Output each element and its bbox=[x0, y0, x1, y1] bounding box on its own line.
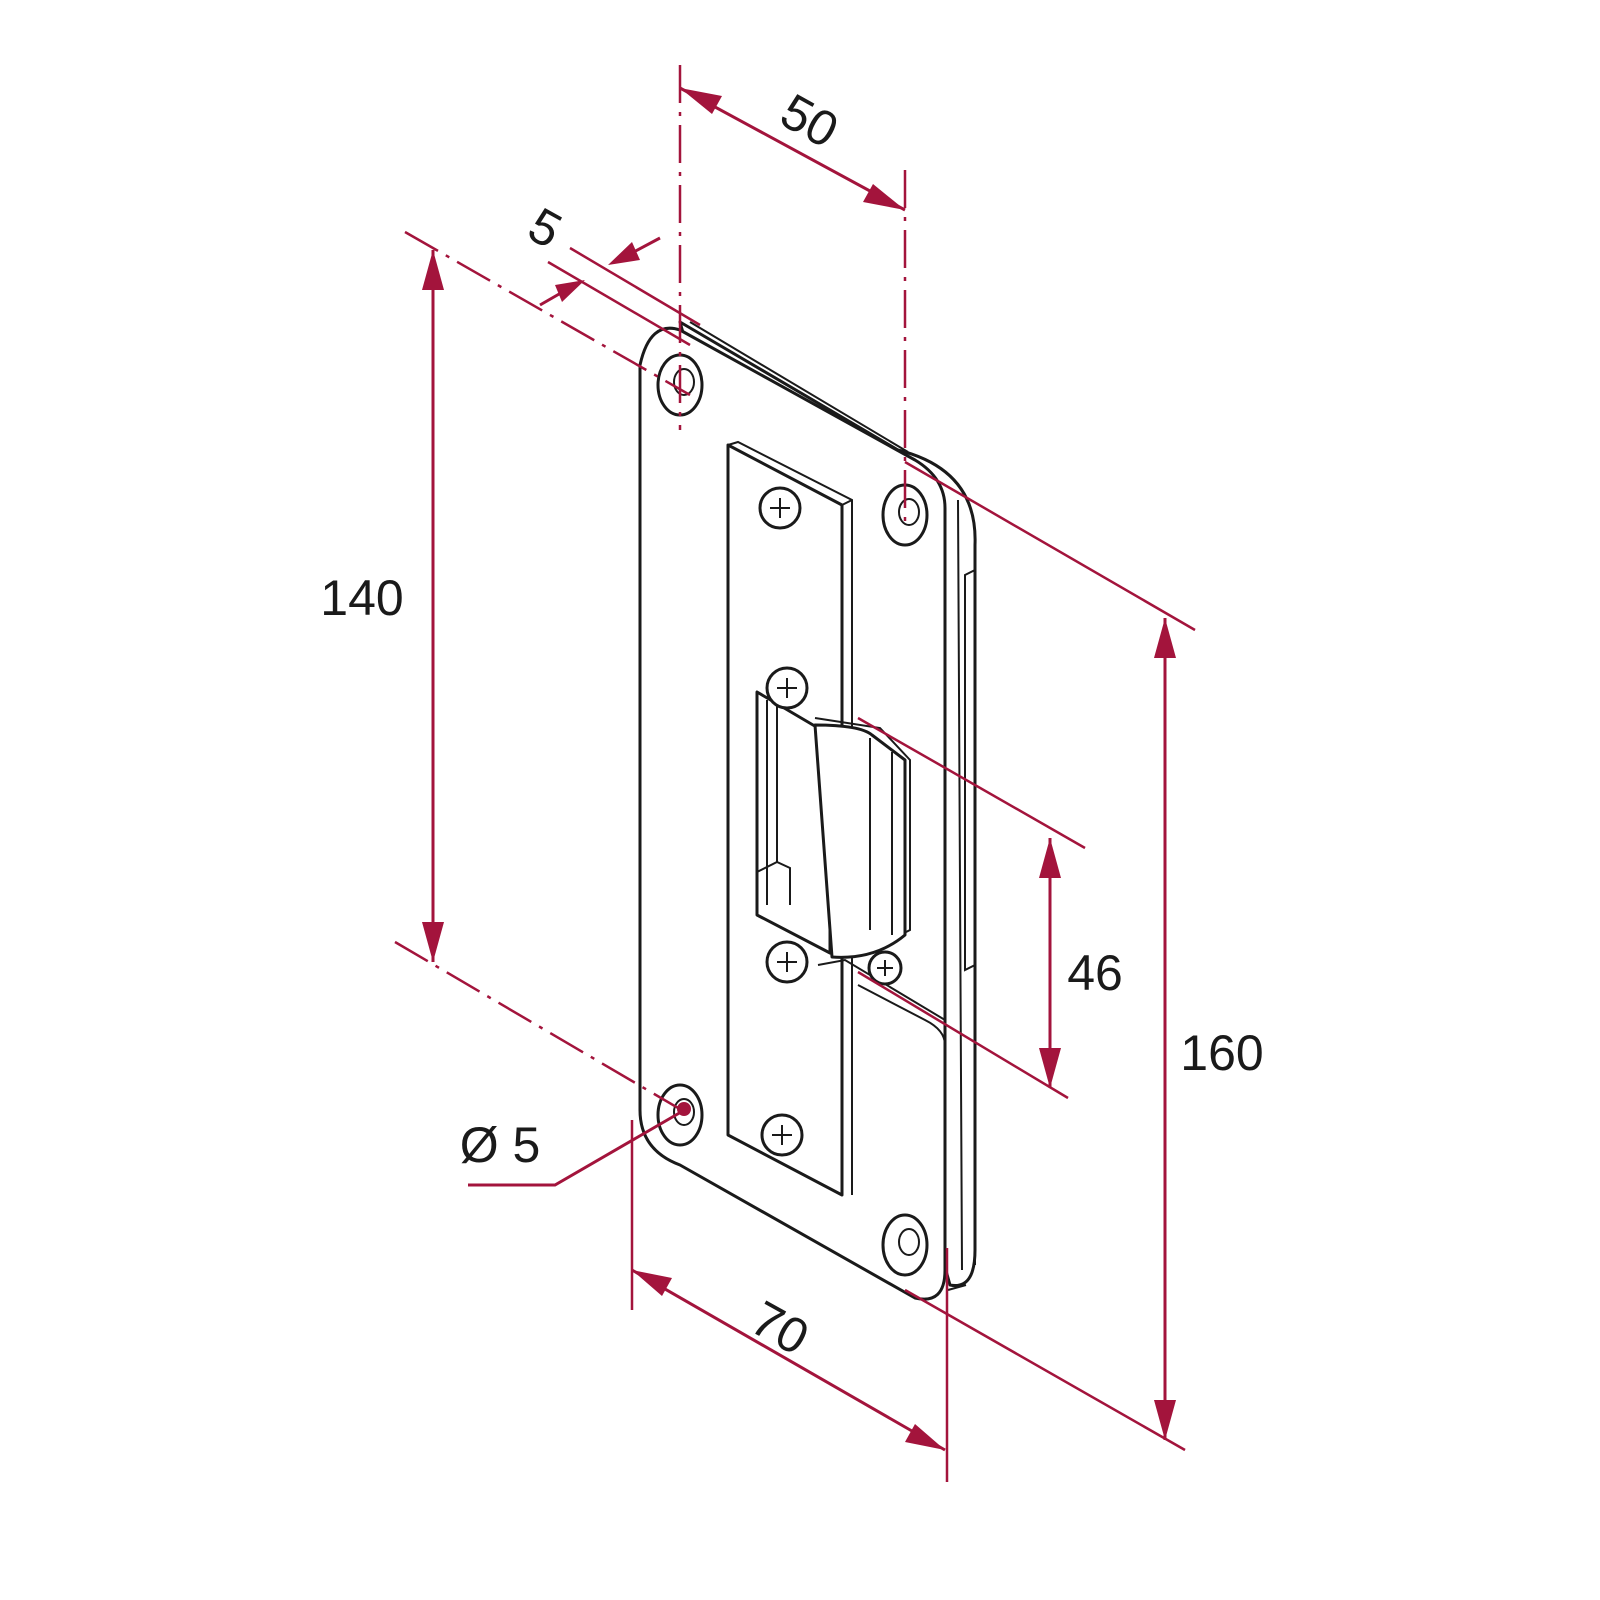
screw-2 bbox=[765, 666, 809, 710]
screw-5 bbox=[867, 950, 903, 986]
hole-top-right bbox=[881, 483, 929, 547]
label-160: 160 bbox=[1180, 1025, 1263, 1081]
countersunk-hole-inner-icon bbox=[898, 1228, 920, 1256]
screw-3 bbox=[765, 940, 809, 984]
label-70: 70 bbox=[742, 1290, 818, 1366]
screw-cross bbox=[770, 498, 790, 518]
screw-4 bbox=[760, 1113, 804, 1157]
hole-bottom-left bbox=[656, 1083, 704, 1147]
label-140: 140 bbox=[320, 570, 403, 626]
label-50: 50 bbox=[772, 83, 848, 159]
screw-cross bbox=[777, 678, 797, 698]
arrow-140-a bbox=[422, 250, 444, 290]
centerline-top bbox=[404, 230, 691, 397]
arrow-46-b bbox=[1039, 1048, 1061, 1088]
label-dia-5: Ø 5 bbox=[460, 1117, 541, 1173]
countersunk-hole-icon bbox=[881, 1213, 929, 1277]
arrow-160-a bbox=[1154, 618, 1176, 658]
dim-dia-leader bbox=[468, 1106, 689, 1187]
dim-5-ext-b bbox=[547, 260, 691, 347]
arrow-46-a bbox=[1039, 838, 1061, 878]
latch-lip-lines bbox=[817, 610, 946, 1080]
arrow-140-b bbox=[422, 922, 444, 962]
arrow-5-a bbox=[608, 242, 640, 265]
dimension-lines bbox=[394, 65, 1196, 1482]
strike-mechanism-detail bbox=[756, 700, 911, 951]
dim-46-ext-bottom bbox=[857, 970, 1069, 1100]
screw-cross bbox=[777, 952, 797, 972]
plate-edge-line bbox=[689, 321, 976, 1291]
lower-step bbox=[857, 984, 946, 1046]
screw-1 bbox=[758, 486, 802, 530]
arrow-50-b bbox=[863, 184, 905, 210]
strike-plate-outline bbox=[638, 320, 977, 1301]
dim-50-line bbox=[679, 86, 906, 212]
arrow-70-a bbox=[632, 1270, 672, 1296]
dim-70-line bbox=[631, 1268, 946, 1452]
latch-lip bbox=[813, 723, 907, 959]
dim-5-ext-a bbox=[569, 246, 701, 327]
centerline-bottom bbox=[394, 940, 691, 1117]
dim-dia-dot bbox=[677, 1102, 691, 1116]
arrow-70-b bbox=[905, 1424, 945, 1450]
label-5: 5 bbox=[519, 197, 570, 259]
arrow-5-b bbox=[555, 280, 585, 302]
dim-160-ext-top bbox=[904, 460, 1196, 632]
countersunk-hole-inner-icon bbox=[673, 1098, 695, 1126]
arrow-160-b bbox=[1154, 1400, 1176, 1440]
label-46: 46 bbox=[1067, 945, 1123, 1001]
arrow-50-a bbox=[680, 88, 722, 114]
strike-mechanism bbox=[755, 690, 832, 955]
screw-cross bbox=[877, 960, 893, 976]
dim-160-ext-bottom bbox=[904, 1288, 1186, 1452]
hole-bottom-right bbox=[881, 1213, 929, 1277]
screw-cross bbox=[772, 1125, 792, 1145]
countersunk-hole-inner-icon bbox=[898, 498, 920, 526]
rear-rail bbox=[964, 568, 976, 972]
dim-46-ext-top bbox=[857, 716, 1086, 850]
countersunk-hole-icon bbox=[656, 1083, 704, 1147]
countersunk-hole-inner-icon bbox=[673, 368, 695, 396]
